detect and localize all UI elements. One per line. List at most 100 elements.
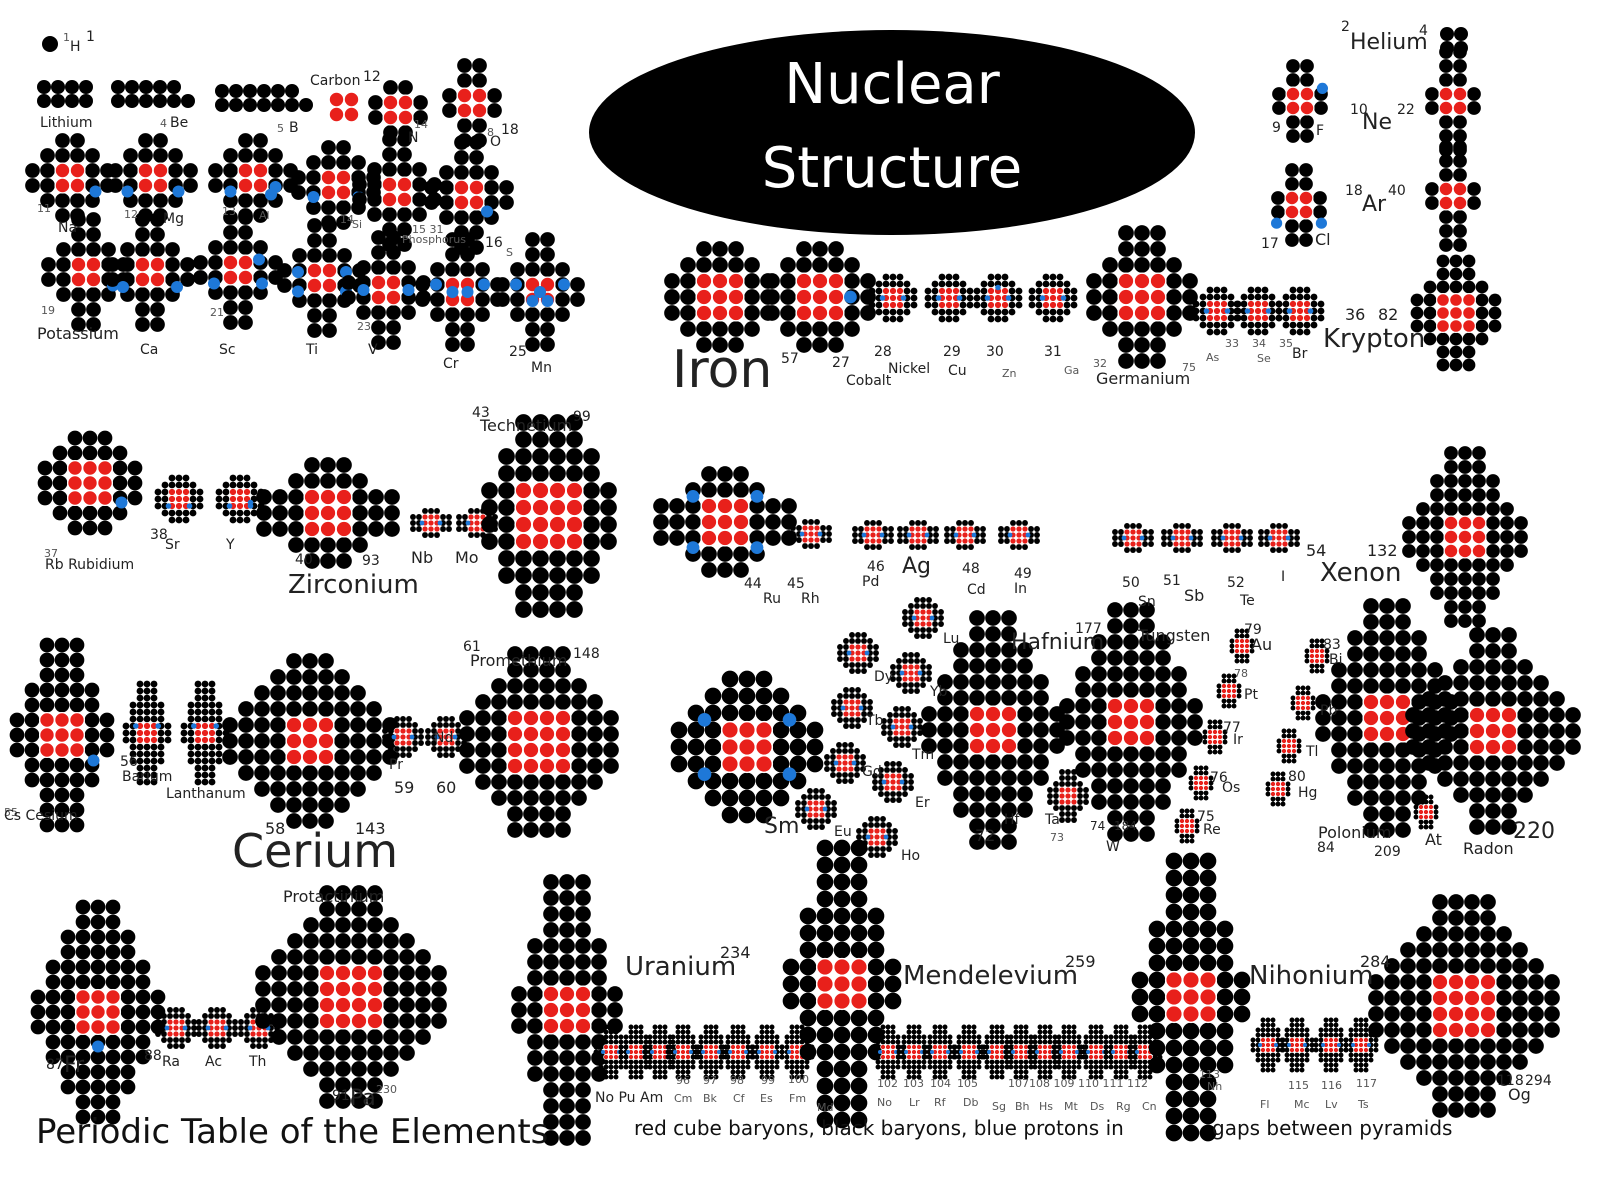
nucleus-sn <box>1112 523 1154 553</box>
label-zn-num: 30 <box>986 344 1004 360</box>
label-u-mass: 234 <box>720 943 751 962</box>
nucleus-zn <box>973 273 1023 323</box>
label-krypton: Krypton <box>1323 324 1426 354</box>
nucleus-v <box>341 230 431 350</box>
nucleus-pm <box>459 646 619 838</box>
label-ts-num: 117 <box>1356 1077 1377 1090</box>
label-ir: Ir <box>1233 732 1243 748</box>
label-ne: Ne <box>1362 110 1392 135</box>
nucleus-sr <box>154 474 204 524</box>
label-cd: Cd <box>967 582 986 598</box>
label-sr: Sr <box>165 537 180 553</box>
nucleus-se <box>1233 286 1283 336</box>
label-tc-num: 43 <box>472 405 490 421</box>
label-cu-num: 29 <box>943 344 961 360</box>
nucleus-lu <box>902 597 944 639</box>
label-mc: Mc <box>1294 1098 1310 1111</box>
label-sm: Sm <box>764 814 800 839</box>
label-na-num: 11 <box>37 202 51 215</box>
label-rh-num: 45 <box>787 576 805 592</box>
label-ar-num: 18 <box>1345 183 1363 199</box>
label-mg: Mg <box>163 211 184 227</box>
nucleus-at <box>1413 794 1439 830</box>
label-sc-num: 21 <box>210 306 224 319</box>
label-re: Re <box>1203 822 1221 838</box>
nucleus-nb <box>410 508 452 538</box>
nucleus-in <box>998 520 1040 550</box>
label-br: Br <box>1292 346 1308 362</box>
nucleus-ti <box>277 218 367 338</box>
label-ce-mass: 143 <box>355 819 386 838</box>
label-no-num: 102 <box>877 1077 898 1090</box>
label-nh-num: 113 <box>1199 1068 1220 1081</box>
footer-title: Periodic Table of the Elements <box>36 1112 549 1152</box>
nucleus-s <box>424 135 514 255</box>
label-he-mass: 4 <box>1419 23 1428 39</box>
label-carbon-mass: 12 <box>363 69 381 85</box>
label-cu: Cu <box>948 363 967 379</box>
label-xenon: Xenon <box>1320 558 1402 588</box>
label-db-num: 105 <box>957 1077 978 1090</box>
nucleus-ge <box>1086 225 1198 369</box>
label-te: Te <box>1240 593 1255 609</box>
label-sr-num: 38 <box>150 527 168 543</box>
label-eu: Eu <box>834 824 852 840</box>
nucleus-sh2-1 <box>1279 1017 1315 1073</box>
label-hs: Hs <box>1039 1100 1054 1113</box>
label-mo: Mo <box>455 548 479 567</box>
label-pb: Pb <box>1320 703 1338 719</box>
label-zn: Zn <box>1002 367 1017 380</box>
label-fl: Fl <box>1260 1098 1270 1111</box>
label-rg: Rg <box>1116 1100 1131 1113</box>
label-mc-num: 115 <box>1288 1079 1309 1092</box>
nucleus-cu <box>924 273 974 323</box>
nucleus-ac <box>196 1007 238 1049</box>
label-sg-row: 107108 109 110 111 112 <box>1008 1077 1148 1090</box>
nucleus-ca <box>105 212 195 332</box>
nucleus-ga <box>1028 273 1078 323</box>
label-f: F <box>1316 123 1325 139</box>
label-tc-mass: 99 <box>573 409 591 425</box>
label-mg-num: 12 <box>124 208 138 221</box>
label-n-num: 14 <box>414 118 428 131</box>
nucleus-ag <box>897 520 939 550</box>
nucleus-pd <box>852 520 894 550</box>
nucleus-ru <box>653 466 797 578</box>
nucleus-sm <box>670 670 824 824</box>
nucleus-ta <box>1047 769 1089 823</box>
label-cd-num: 48 <box>962 561 980 577</box>
label-mn-num: 25 <box>509 344 527 360</box>
label-w: W <box>1106 839 1120 855</box>
label-md: Md <box>817 1101 834 1114</box>
label-tm: Tm <box>912 747 935 763</box>
label-rn-mass: 220 <box>1513 819 1555 844</box>
nucleus-ce <box>222 653 398 829</box>
nucleus-li <box>37 80 93 108</box>
label-ti: Ti <box>306 342 319 358</box>
nucleus-sb <box>1161 523 1203 553</box>
label-s-num: 16 <box>485 235 503 251</box>
nucleus-er <box>872 761 914 803</box>
nucleus-rh <box>790 519 832 549</box>
label-in-num: 49 <box>1014 566 1032 582</box>
label-w-num: 74 <box>1090 819 1106 833</box>
nucleus-fe <box>664 241 776 353</box>
label-h-mass: 1 <box>86 29 95 45</box>
label-ag: Ag <box>902 554 932 579</box>
nucleus-n14 <box>368 80 428 140</box>
label-o-mass: 18 <box>501 122 519 138</box>
label-pd-num: 46 <box>867 559 885 575</box>
nucleus-os <box>1188 765 1214 801</box>
label-n: N <box>408 130 419 146</box>
label-protactinium: Protactinium <box>283 887 385 906</box>
label-v: V <box>368 342 378 358</box>
label-y: Y <box>226 537 235 553</box>
label-k-num: 19 <box>41 304 55 317</box>
label-zr-num: 40 <box>295 552 313 568</box>
label-er: Er <box>915 795 930 811</box>
label-b: B <box>289 120 299 136</box>
label-bk-num: 97 <box>703 1074 717 1087</box>
label-b-num: 5 <box>277 122 284 135</box>
